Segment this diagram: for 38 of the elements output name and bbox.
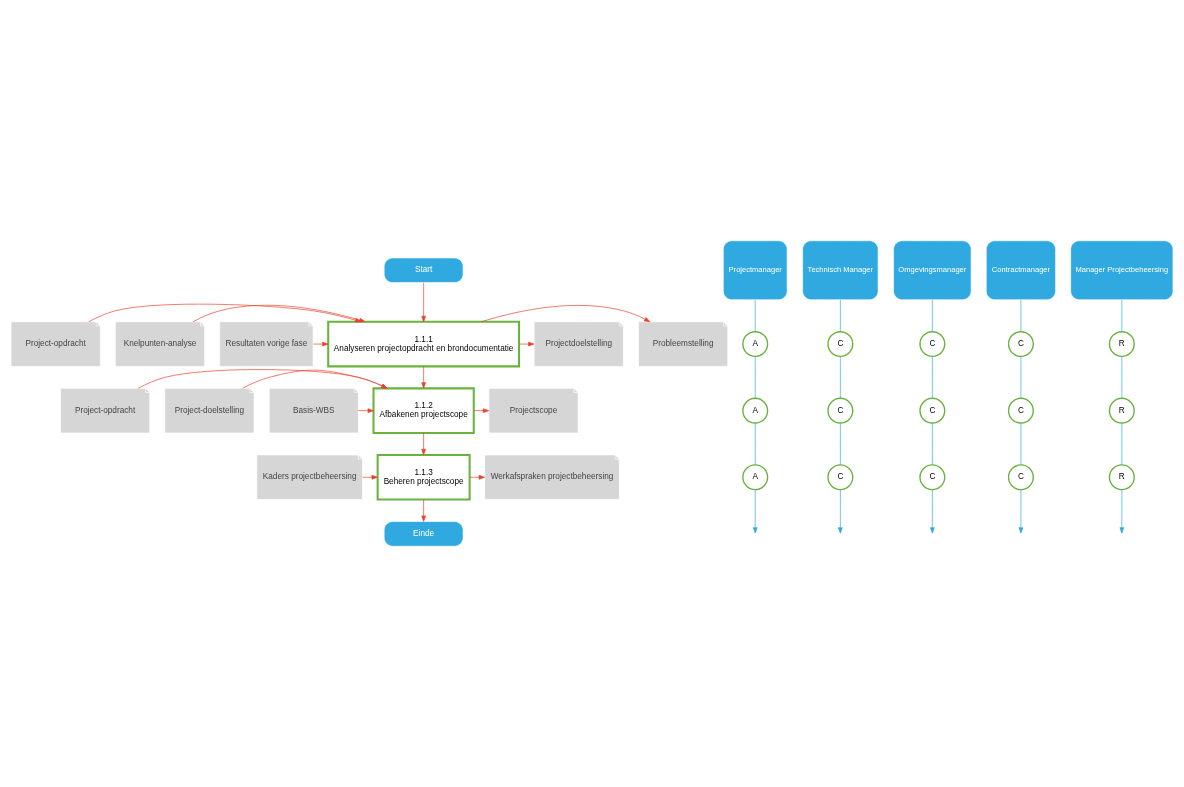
arrow xyxy=(1018,489,1024,534)
connector xyxy=(840,299,841,333)
connector xyxy=(1020,299,1022,333)
arrow xyxy=(421,499,426,522)
connector xyxy=(1020,422,1022,466)
arrow xyxy=(421,282,426,323)
arrow xyxy=(242,369,388,389)
connector xyxy=(1121,299,1123,333)
node-box: Technisch Manager xyxy=(802,240,879,301)
arrow xyxy=(930,489,935,534)
node-box: Manager Projectbeheersing xyxy=(1070,240,1174,301)
arrow xyxy=(752,489,758,534)
connector xyxy=(1121,422,1123,466)
node-box: Contractmanager xyxy=(985,240,1056,301)
connector xyxy=(840,356,841,399)
connector xyxy=(932,356,933,399)
node-box: Projectmanager xyxy=(722,240,788,301)
arrow xyxy=(362,475,378,480)
arrow xyxy=(313,341,329,347)
connector xyxy=(1121,356,1123,399)
connector xyxy=(932,299,933,333)
connector xyxy=(754,356,756,399)
arrow xyxy=(421,432,426,456)
connector xyxy=(754,422,756,466)
connector xyxy=(1020,356,1022,399)
arrow xyxy=(481,305,651,323)
arrow xyxy=(473,408,490,413)
arrow xyxy=(469,475,485,480)
arrow xyxy=(421,366,426,389)
arrow xyxy=(838,489,843,534)
connector xyxy=(932,422,933,466)
node-box: Omgevingsmanager xyxy=(893,240,972,301)
arrow xyxy=(137,369,388,389)
connector xyxy=(840,422,841,466)
arrow xyxy=(1119,489,1125,534)
arrow xyxy=(518,341,535,347)
arrow xyxy=(358,408,374,413)
connector xyxy=(754,299,756,333)
